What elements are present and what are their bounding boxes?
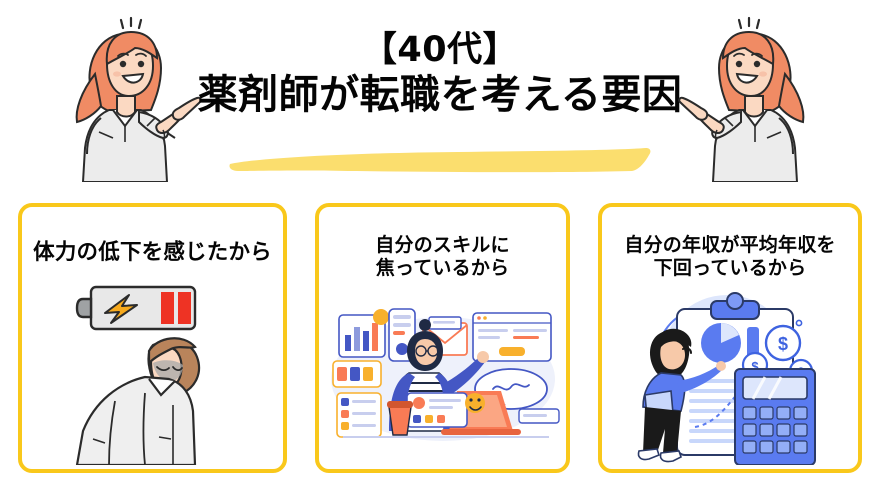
woman-pointing-left-illustration: [675, 14, 825, 183]
reason-card-skill-anxiety[interactable]: 自分のスキルに 焦っているから: [315, 203, 570, 473]
page-title: 【40代】 薬剤師が転職を考える要因: [180, 30, 700, 118]
salary-below-average-illustration: $ $ $: [602, 287, 858, 465]
exhausted-man-icon: [75, 337, 200, 465]
title-line-age: 【40代】: [361, 30, 519, 70]
woman-pointing-right-illustration: [55, 14, 205, 183]
reason-card-physical-decline[interactable]: 体力の低下を感じたから: [18, 203, 287, 473]
card-title-line: 自分のスキルに: [375, 234, 510, 256]
svg-text:$: $: [751, 359, 759, 374]
reason-card-below-average-salary[interactable]: 自分の年収が平均年収を 下回っているから: [598, 203, 862, 473]
card-title-line: 焦っているから: [375, 257, 510, 280]
card-title: 自分のスキルに 焦っているから: [319, 234, 566, 280]
coffee-cup-icon: [386, 401, 413, 436]
calculator-icon: [734, 368, 816, 465]
brush-stroke-underline: [228, 146, 652, 176]
card-title: 自分の年収が平均年収を 下回っているから: [602, 234, 858, 280]
busy-multitasking-workspace-illustration: [319, 299, 566, 449]
card-title-line: 下回っているから: [653, 257, 807, 280]
emoji-icon: [464, 393, 485, 413]
bar-chart-icon: [337, 309, 389, 358]
woman-reviewing-icon: [637, 328, 726, 463]
svg-text:$: $: [778, 334, 788, 354]
card-title: 体力の低下を感じたから: [22, 240, 283, 266]
card-title-line: 体力の低下を感じたから: [33, 240, 272, 265]
battery-icon: [75, 285, 196, 331]
title-line-main: 薬剤師が転職を考える要因: [197, 71, 683, 118]
card-title-line: 自分の年収が平均年収を: [624, 234, 836, 256]
checklist-icon: [335, 392, 382, 438]
low-battery-tired-person-illustration: [22, 279, 283, 465]
